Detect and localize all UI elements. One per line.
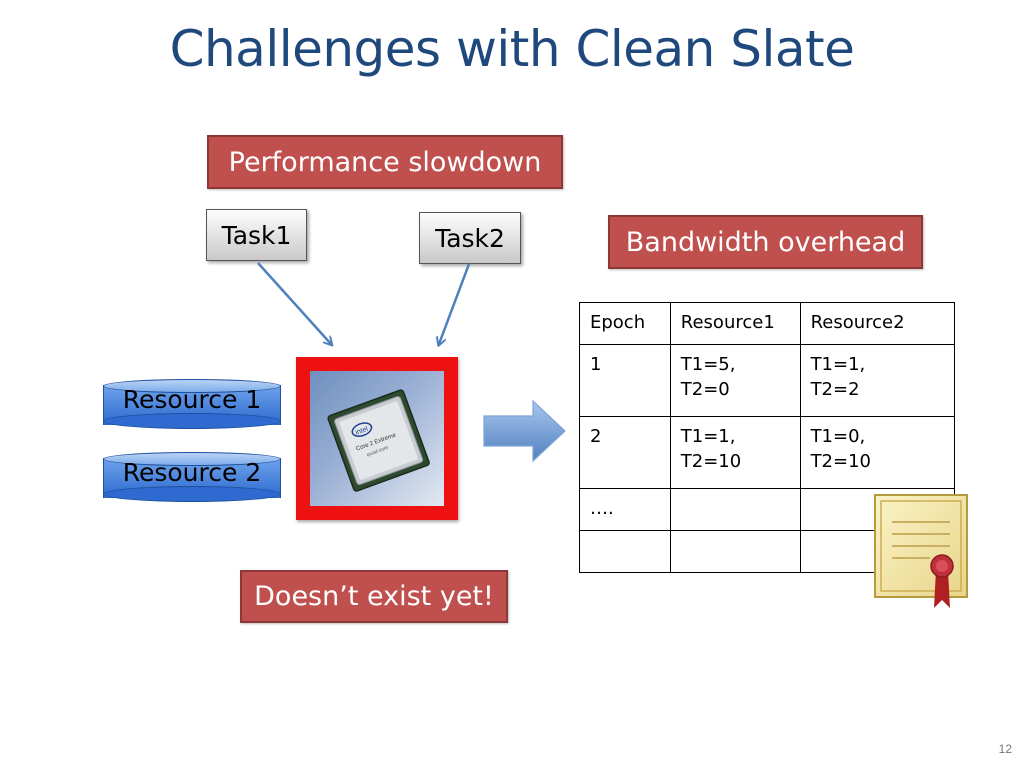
slide-title: Challenges with Clean Slate <box>169 20 855 78</box>
svg-text:intel: intel <box>355 426 370 437</box>
table-cell <box>669 530 801 573</box>
table-header-row: Epoch Resource1 Resource2 <box>579 302 956 345</box>
table-cell: T1=1, T2=10 <box>669 416 801 489</box>
doesnt-exist-label: Doesn’t exist yet! <box>240 570 508 623</box>
cpu-chip-icon: intel Core 2 Extreme quad-core <box>327 389 430 492</box>
task2-box: Task2 <box>419 212 521 264</box>
resource-1-cylinder: Resource 1 <box>103 379 281 429</box>
table-cell <box>669 488 801 531</box>
table-header-cell: Resource2 <box>799 302 956 345</box>
performance-slowdown-label: Performance slowdown <box>207 135 563 189</box>
bandwidth-overhead-label: Bandwidth overhead <box>608 215 923 269</box>
task1-label: Task1 <box>221 220 292 250</box>
cpu-frame: intel Core 2 Extreme quad-core <box>296 357 458 520</box>
table-row: …. <box>579 488 956 531</box>
task1-arrow <box>257 262 331 344</box>
page-number: 12 <box>998 742 1012 756</box>
table-header-cell: Epoch <box>579 302 671 345</box>
table-row: 2 T1=1, T2=10 T1=0, T2=10 <box>579 416 956 489</box>
doesnt-exist-text: Doesn’t exist yet! <box>254 581 494 612</box>
resource-1-label: Resource 1 <box>122 385 262 414</box>
cpu-image: intel Core 2 Extreme quad-core <box>310 371 444 506</box>
table-cell: T1=1, T2=2 <box>799 344 956 417</box>
table-header-cell: Resource1 <box>669 302 801 345</box>
table-cell: T1=0, T2=10 <box>799 416 956 489</box>
table-cell: 2 <box>579 416 671 489</box>
task1-box: Task1 <box>206 209 307 261</box>
performance-slowdown-text: Performance slowdown <box>228 146 542 178</box>
resource-2-cylinder: Resource 2 <box>103 452 281 502</box>
task2-arrow <box>439 263 471 344</box>
certificate-icon <box>874 494 968 608</box>
right-arrow-icon <box>483 400 566 462</box>
table-cell <box>579 530 671 573</box>
task2-label: Task2 <box>435 223 505 253</box>
resource-2-label: Resource 2 <box>122 458 262 487</box>
table-cell: T1=5, T2=0 <box>669 344 801 417</box>
bandwidth-overhead-text: Bandwidth overhead <box>625 226 906 258</box>
table-cell: 1 <box>579 344 671 417</box>
table-cell: …. <box>579 488 671 531</box>
table-row: 1 T1=5, T2=0 T1=1, T2=2 <box>579 344 956 417</box>
